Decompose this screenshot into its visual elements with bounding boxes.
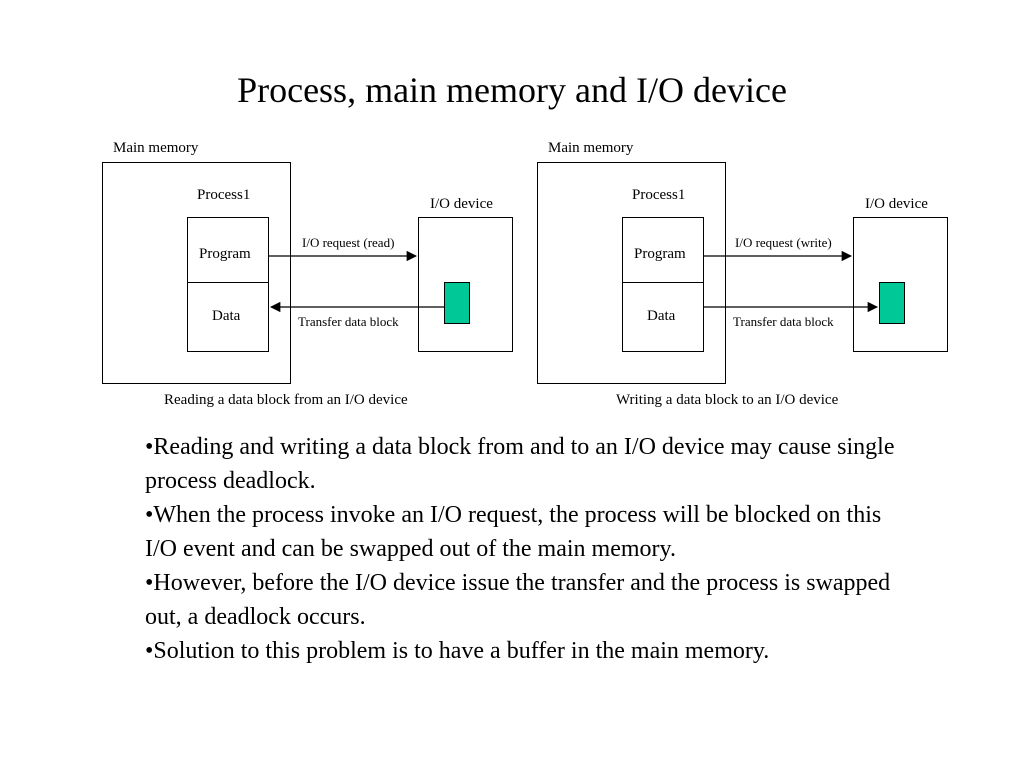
slide-title: Process, main memory and I/O device [237,70,787,110]
io-device-box [418,217,513,352]
bullet-item: •Reading and writing a data block from a… [145,434,895,494]
bullet-item: •Solution to this problem is to have a b… [145,638,770,664]
process-divider [187,282,269,283]
process-box [622,217,704,352]
program-label: Program [199,246,251,262]
io-request-label: I/O request (read) [302,235,395,250]
io-device-box [853,217,948,352]
diagram-caption: Reading a data block from an I/O device [164,392,408,408]
data-label: Data [212,308,241,324]
process-label: Process1 [197,187,251,203]
main-memory-label: Main memory [113,140,199,156]
process-label: Process1 [632,187,686,203]
diagram-caption: Writing a data block to an I/O device [616,392,839,408]
io-device-label: I/O device [430,196,493,212]
main-memory-box [102,162,291,384]
bullet-list: •Reading and writing a data block from a… [145,430,905,668]
io-device-label: I/O device [865,196,928,212]
transfer-label: Transfer data block [733,314,834,329]
main-memory-label: Main memory [548,140,634,156]
io-request-label: I/O request (write) [735,235,832,250]
device-data-block [444,282,470,324]
program-label: Program [634,246,686,262]
device-data-block [879,282,905,324]
bullet-item: •When the process invoke an I/O request,… [145,502,882,562]
process-divider [622,282,704,283]
transfer-label: Transfer data block [298,314,399,329]
bullet-item: •However, before the I/O device issue th… [145,570,891,630]
process-box [187,217,269,352]
main-memory-box [537,162,726,384]
data-label: Data [647,308,676,324]
